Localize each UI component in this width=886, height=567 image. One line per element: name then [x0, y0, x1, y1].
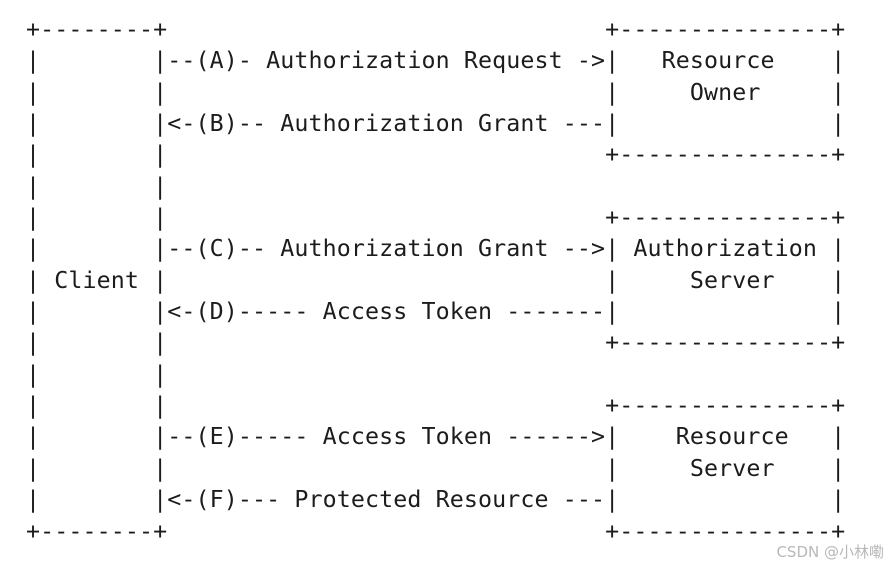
ascii-row: +--------+ +---------------+: [26, 16, 846, 43]
ascii-row: | |<-(D)----- Access Token -------| |: [26, 298, 846, 326]
ascii-row: | | +---------------+: [26, 329, 846, 357]
ascii-row: | Client | | Server |: [26, 266, 846, 294]
ascii-row: | |--(E)----- Access Token ------>| Reso…: [26, 423, 846, 451]
ascii-row: | | +---------------+: [26, 392, 846, 420]
ascii-row: | |--(A)- Authorization Request ->| Reso…: [26, 47, 846, 75]
ascii-row: | | | Owner |: [26, 78, 846, 106]
ascii-row: | |--(C)-- Authorization Grant -->| Auth…: [26, 235, 846, 263]
ascii-row: | |: [26, 360, 168, 388]
ascii-row: | | +---------------+: [26, 141, 846, 169]
ascii-row: +--------+ +---------------+: [26, 517, 846, 545]
ascii-row: | |: [26, 172, 168, 200]
oauth-abstract-flow-diagram: +--------+ +---------------+ | |--(A)- Au…: [26, 14, 845, 547]
csdn-watermark: CSDN @小林嘞: [776, 543, 884, 561]
ascii-row: | | | Server |: [26, 454, 846, 482]
ascii-row: | |<-(B)-- Authorization Grant ---| |: [26, 110, 846, 138]
ascii-row: | | +---------------+: [26, 204, 846, 232]
ascii-row: | |<-(F)--- Protected Resource ---| |: [26, 486, 846, 514]
